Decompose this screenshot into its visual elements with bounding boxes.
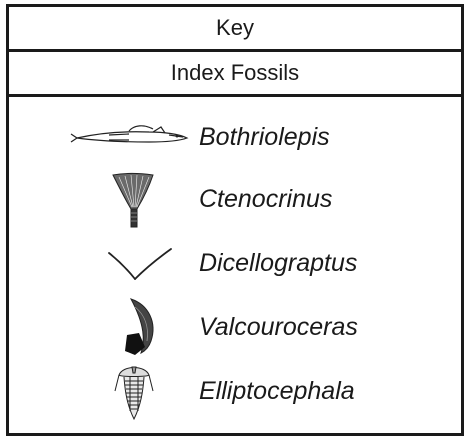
fossil-item-valcouroceras: Valcouroceras	[9, 297, 461, 357]
fossil-name: Dicellograptus	[199, 233, 357, 293]
fossil-name: Ctenocrinus	[199, 169, 332, 229]
fossil-list: Bothriolepis Ctenocrinus	[9, 99, 461, 433]
fossil-item-elliptocephala: Elliptocephala	[9, 361, 461, 421]
trilobite-fossil-icon	[69, 361, 199, 421]
graptolite-fossil-icon	[69, 233, 199, 293]
key-title-row: Key	[9, 7, 461, 52]
fossil-item-bothriolepis: Bothriolepis	[9, 107, 461, 167]
fossil-name: Valcouroceras	[199, 297, 358, 357]
fossil-item-dicellograptus: Dicellograptus	[9, 233, 461, 293]
index-fossil-key: Key Index Fossils Both	[6, 4, 464, 436]
key-subtitle: Index Fossils	[171, 62, 299, 84]
crinoid-fossil-icon	[69, 169, 199, 229]
fossil-name: Bothriolepis	[199, 107, 330, 167]
key-subtitle-row: Index Fossils	[9, 52, 461, 97]
key-title: Key	[216, 17, 254, 39]
fish-fossil-icon	[69, 107, 199, 167]
fossil-item-ctenocrinus: Ctenocrinus	[9, 169, 461, 229]
fossil-name: Elliptocephala	[199, 361, 355, 421]
cephalopod-fossil-icon	[69, 297, 199, 357]
